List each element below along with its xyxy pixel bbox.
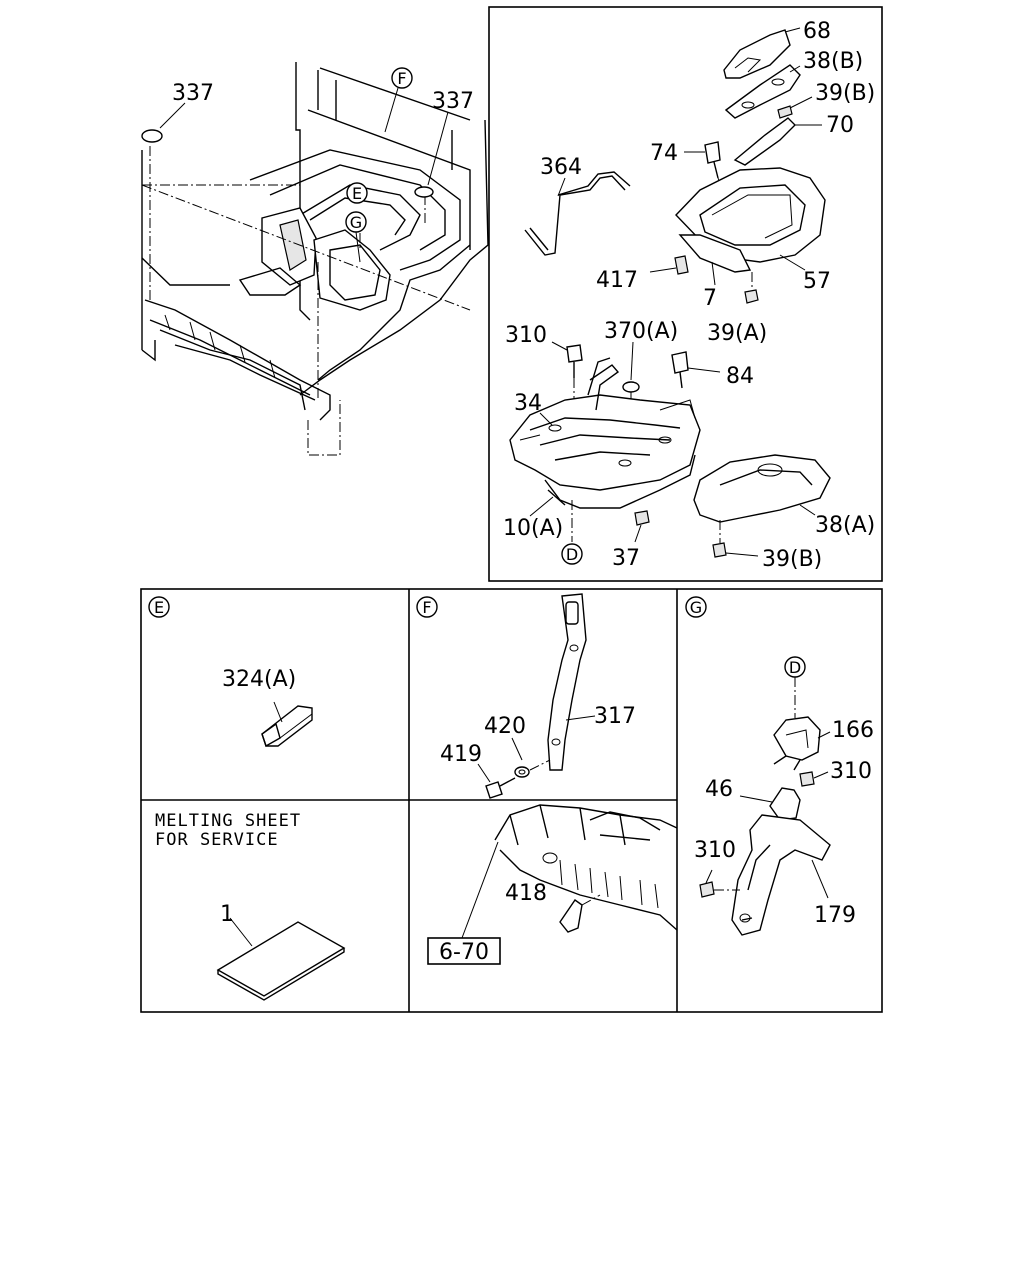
panel-f-letter: F	[422, 598, 431, 617]
detail-panel-g: G D 166 310 46 179 310	[685, 596, 874, 936]
part-166	[773, 716, 821, 761]
label-1: 1	[220, 902, 234, 927]
panel-g-letter: G	[690, 598, 702, 617]
callout-e-letter: E	[352, 184, 362, 203]
grommet-337-left	[141, 129, 163, 143]
part-68	[723, 29, 791, 79]
screw-417	[674, 255, 689, 275]
part-418	[559, 899, 583, 933]
label-7: 7	[703, 286, 717, 311]
panel-g-letter-circle	[685, 596, 707, 618]
label-84: 84	[726, 364, 754, 389]
melting-note-line2: FOR SERVICE	[155, 830, 279, 850]
label-317: 317	[594, 704, 636, 729]
label-39b-bottom: 39(B)	[762, 547, 822, 572]
label-70: 70	[826, 113, 854, 138]
label-68: 68	[803, 19, 831, 44]
detail-panel-f: F 317 420 419	[416, 593, 636, 799]
label-420: 420	[484, 714, 526, 739]
detail-panel-reference: 418 6-70	[427, 804, 678, 965]
callout-f-circle	[391, 67, 413, 89]
bolt-39b-bottom	[712, 542, 727, 558]
detail-panels-grid	[140, 588, 883, 1013]
label-166: 166	[832, 718, 874, 743]
label-337-left: 337	[172, 81, 214, 106]
bolt-84	[671, 351, 689, 374]
callout-g-letter: G	[350, 213, 362, 232]
grommet-337-right	[414, 186, 434, 198]
part-317	[547, 593, 587, 771]
part-364	[524, 175, 626, 256]
bolt-419	[485, 781, 503, 799]
label-34: 34	[514, 391, 542, 416]
label-38b: 38(B)	[803, 49, 863, 74]
washer-420	[514, 766, 530, 778]
label-419: 419	[440, 742, 482, 767]
label-179: 179	[814, 903, 856, 928]
label-310: 310	[505, 323, 547, 348]
vehicle-floor-overview: 337 337 F E G	[141, 62, 489, 456]
label-39a: 39(A)	[707, 321, 767, 346]
reference-box	[427, 937, 501, 965]
label-337-right: 337	[432, 89, 474, 114]
label-310-right: 310	[830, 759, 872, 784]
panel-f-letter-circle	[416, 596, 438, 618]
label-10a: 10(A)	[503, 516, 563, 541]
callout-d-circle	[561, 543, 583, 565]
callout-e-circle	[346, 182, 368, 204]
label-324a: 324(A)	[222, 667, 296, 692]
melting-note-line1: MELTING SHEET	[155, 811, 301, 831]
panel-g-callout-d: D	[789, 658, 801, 677]
part-38b	[724, 64, 801, 119]
panel-e-letter-circle	[148, 596, 170, 618]
part-34	[509, 394, 701, 491]
part-324a	[261, 705, 313, 747]
label-74: 74	[650, 141, 678, 166]
label-370a: 370(A)	[604, 319, 678, 344]
label-364: 364	[540, 155, 582, 180]
label-37: 37	[612, 546, 640, 571]
bolt-39a	[744, 289, 759, 304]
label-310-left: 310	[694, 838, 736, 863]
part-7	[678, 234, 752, 273]
bolt-310-right	[799, 771, 815, 787]
label-46: 46	[705, 777, 733, 802]
plug-370a	[622, 381, 640, 393]
bolt-37	[634, 510, 650, 526]
part-70	[733, 117, 796, 166]
bolt-74	[704, 141, 721, 164]
part-179	[731, 814, 831, 936]
detail-panel-e: E 324(A)	[148, 596, 313, 748]
label-6-70: 6-70	[439, 940, 489, 965]
battery-tray-exploded-view: 68 38(B) 39(B) 70 74 364 57	[488, 6, 883, 582]
bolt-39b-top	[777, 105, 793, 119]
callout-f-letter: F	[397, 69, 406, 88]
detail-panel-melting-sheet: MELTING SHEET FOR SERVICE 1	[155, 811, 346, 1001]
part-46	[769, 787, 801, 821]
label-57: 57	[803, 269, 831, 294]
callout-d-letter: D	[566, 545, 578, 564]
exploded-view-frame	[488, 6, 883, 582]
label-39b-top: 39(B)	[815, 81, 875, 106]
panel-e-letter: E	[154, 598, 164, 617]
label-38a: 38(A)	[815, 513, 875, 538]
bolt-310-left	[699, 881, 715, 898]
label-418: 418	[505, 881, 547, 906]
bolt-310	[566, 344, 583, 363]
label-417: 417	[596, 268, 638, 293]
